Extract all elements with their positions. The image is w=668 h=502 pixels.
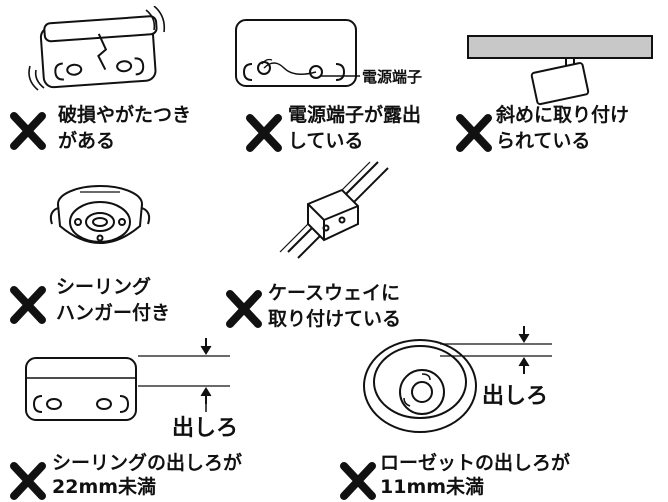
caption-rosette-protrusion-line1: ローゼットの出しろが <box>380 452 571 474</box>
power-terminal-label: 電源端子 <box>362 68 423 86</box>
cross-mark-icon <box>246 114 282 152</box>
angled-mount-illustration <box>467 35 653 106</box>
caption-angled-line1: 斜めに取り付け <box>496 104 630 126</box>
exposed-terminal-box-illustration <box>235 19 360 87</box>
cross-mark-icon <box>226 290 262 328</box>
caption-exposed-line2: している <box>288 130 364 152</box>
ceiling-hanger-illustration <box>49 185 151 244</box>
protrusion-label-rosette: 出しろ <box>482 384 549 409</box>
caption-hanger-line2: ハンガー付き <box>56 302 171 324</box>
cross-mark-icon <box>10 286 46 324</box>
caption-damaged-line1: 破損やがたつき <box>58 104 192 126</box>
protrusion-label-ceiling: 出しろ <box>172 416 239 441</box>
caption-ceiling-protrusion-line2: 22mm未満 <box>52 476 157 498</box>
caption-raceway-line2: 取り付けている <box>268 308 402 330</box>
caption-rosette-protrusion-line2: 11mm未満 <box>380 476 485 498</box>
caption-hanger-line1: シーリング <box>56 276 152 298</box>
rosette-protrusion-illustration <box>363 326 552 433</box>
caption-angled-line2: られている <box>496 130 591 152</box>
cross-mark-icon <box>340 462 376 500</box>
ceiling-box-protrusion-illustration <box>25 338 230 421</box>
caption-ceiling-protrusion-line1: シーリングの出しろが <box>52 452 243 474</box>
raceway-mount-illustration <box>279 161 389 259</box>
damaged-ceiling-box-illustration <box>28 6 166 91</box>
cross-mark-icon <box>10 462 46 500</box>
caption-damaged-line2: がある <box>58 130 116 152</box>
caption-raceway-line1: ケースウェイに <box>268 282 401 304</box>
caption-exposed-line1: 電源端子が露出 <box>288 104 422 126</box>
cross-mark-icon <box>456 114 492 152</box>
cross-mark-icon <box>10 112 46 150</box>
